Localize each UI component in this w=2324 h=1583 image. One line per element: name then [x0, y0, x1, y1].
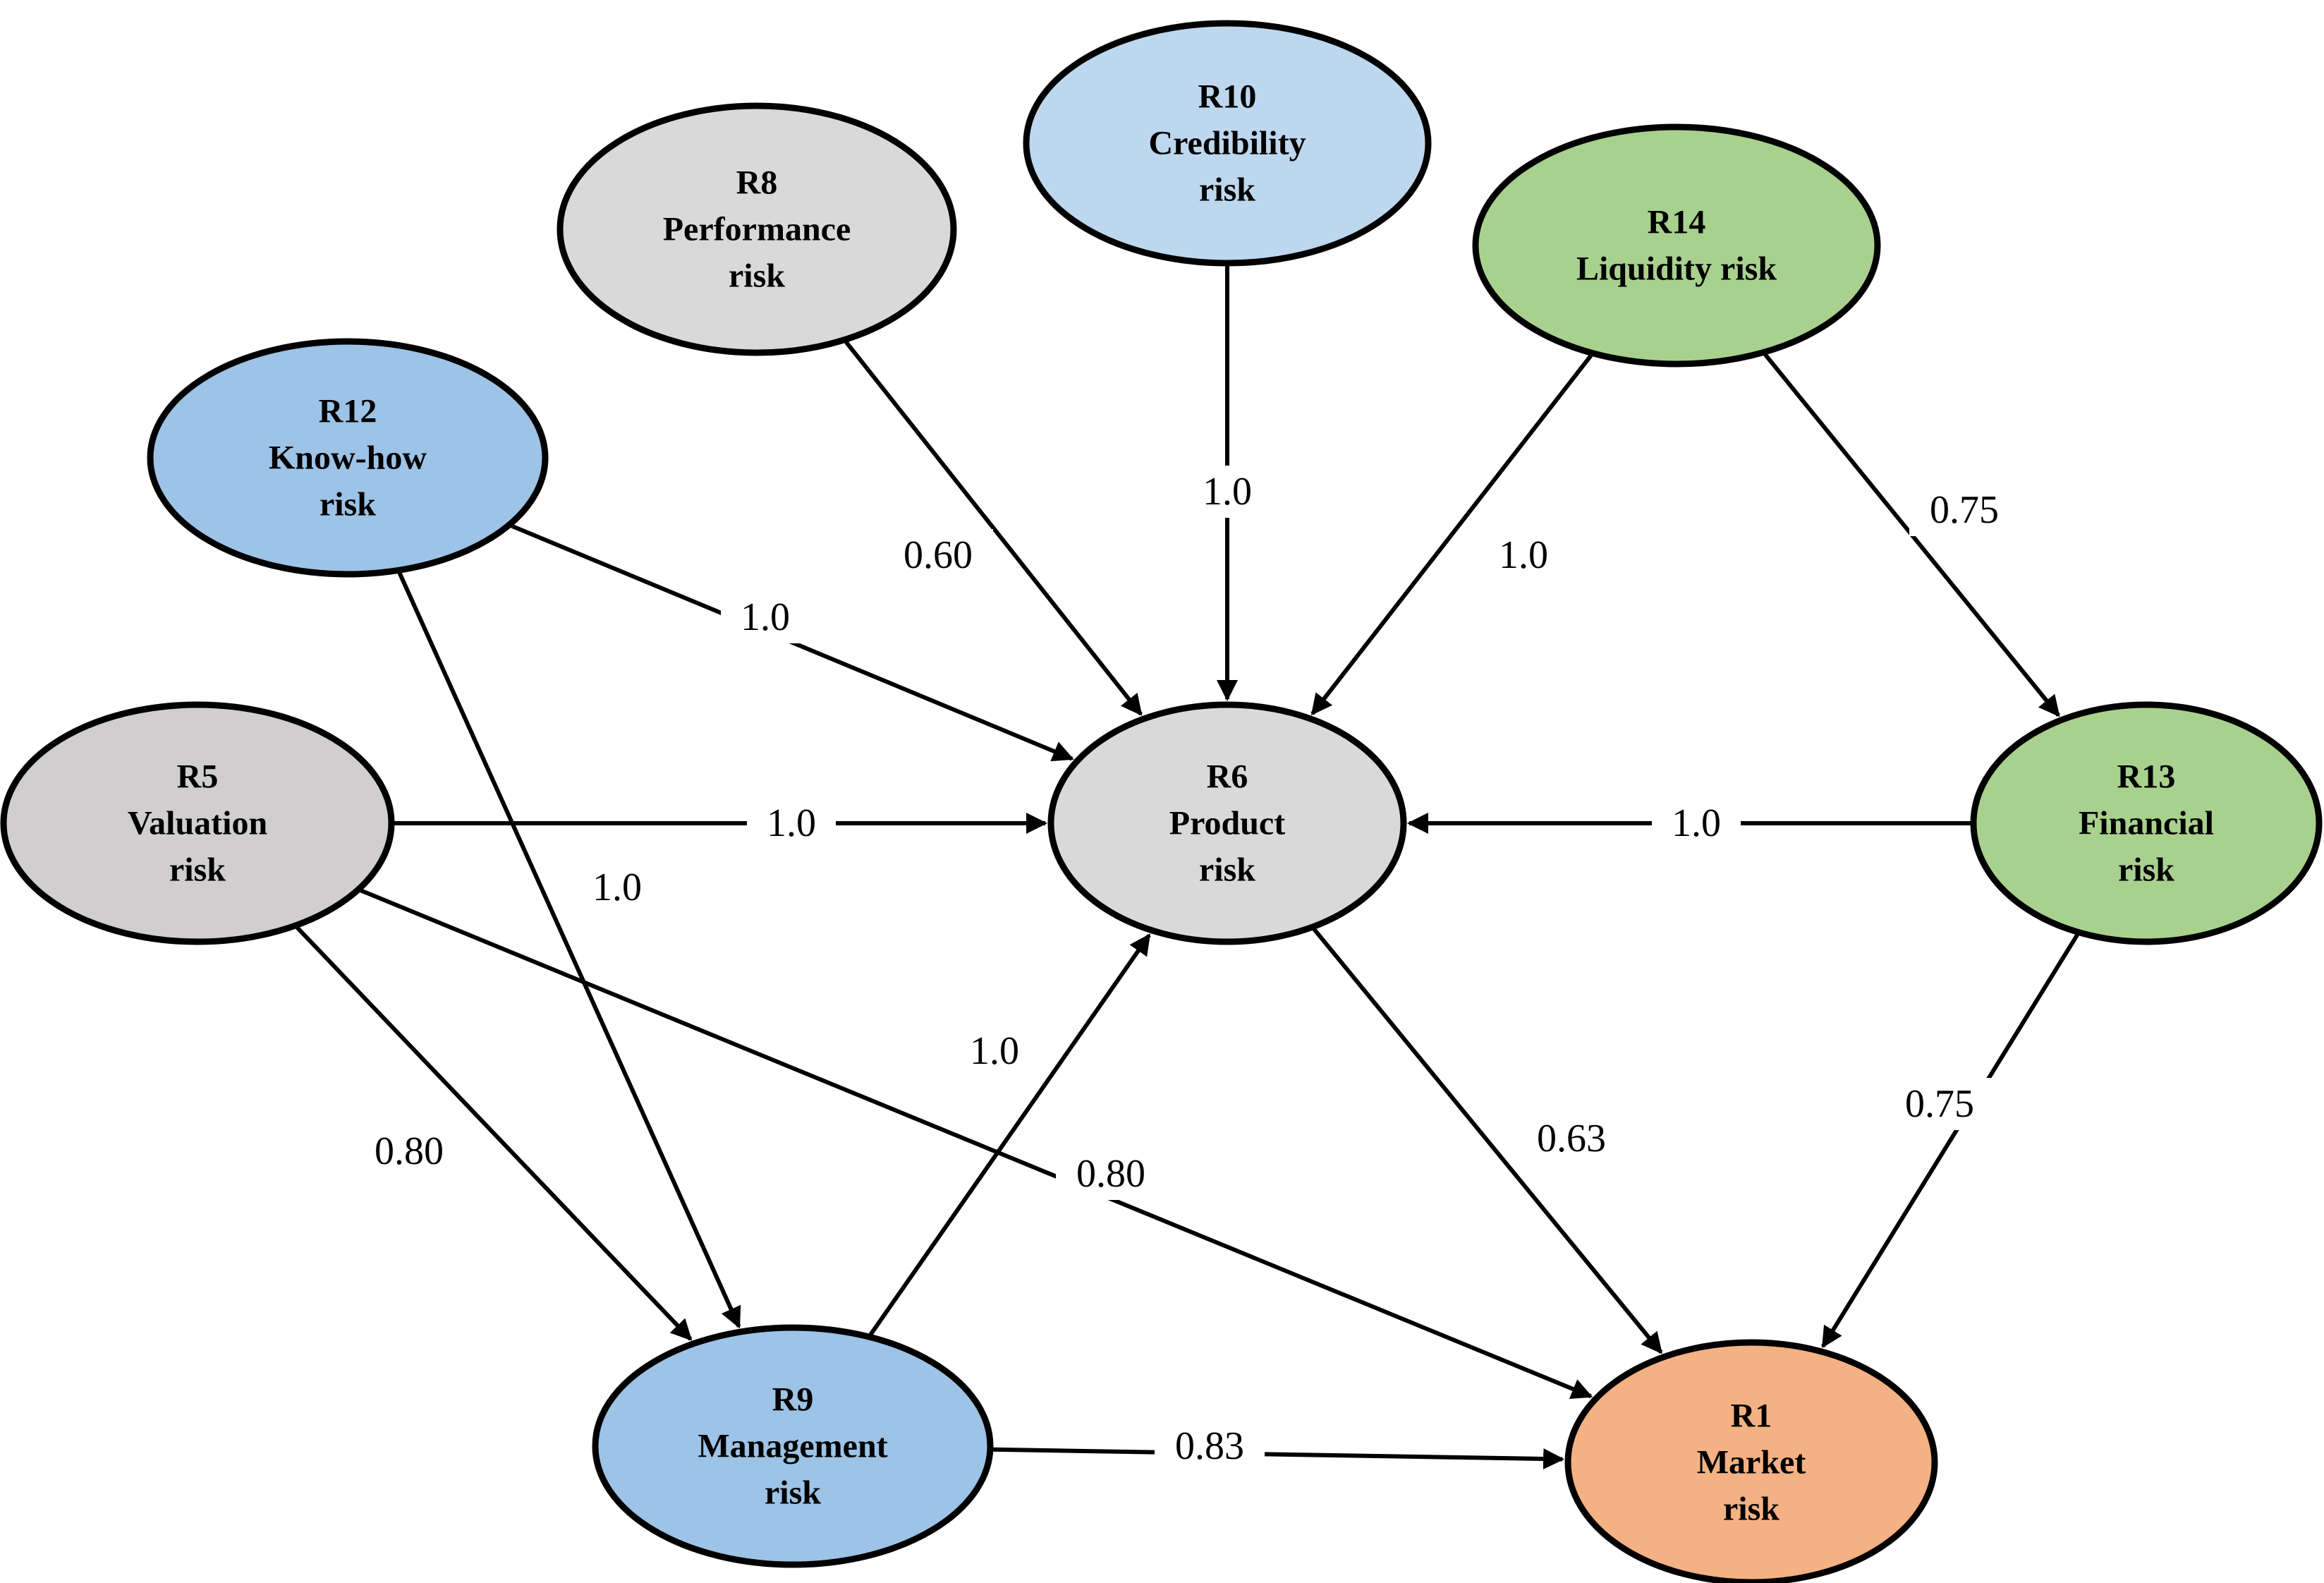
- node-label-line: Performance: [663, 211, 851, 248]
- edge-r9-to-r1: [992, 1447, 1565, 1470]
- edge-labels-layer: 0.60 1.0 1.0 0.75 1.0 1.0 1.0 0.80 0.80 1.0 0.75 1.…: [354, 466, 2019, 1472]
- edge-label-r5-to-r6: 1.0: [747, 797, 836, 849]
- edge-r13-to-r1: [1821, 933, 2079, 1349]
- edge-label-background: [1479, 529, 1568, 581]
- edge-r5-to-r9: [296, 926, 693, 1341]
- node-code: R1: [1731, 1397, 1772, 1435]
- node-label-line: Financial: [2079, 805, 2214, 842]
- edge-label-background: [1885, 1078, 1995, 1130]
- edge-label-r12-to-r6: 1.0: [721, 591, 810, 643]
- node-code: R5: [177, 758, 219, 796]
- edge-weight: 0.80: [375, 1129, 444, 1173]
- edge-label-background: [1155, 1420, 1265, 1472]
- edge-label-r14-to-r13: 0.75: [1909, 484, 2019, 536]
- node-label-line: Credibility: [1148, 125, 1306, 162]
- edge-label-background: [573, 861, 662, 914]
- edge-label-r9-to-r6: 1.0: [950, 1025, 1039, 1077]
- edge-label-r13-to-r1: 0.75: [1885, 1078, 1995, 1130]
- node-label-line: Know-how: [269, 439, 427, 477]
- edge-label-r10-to-r6: 1.0: [1183, 466, 1272, 518]
- edge-weight: 0.80: [1076, 1152, 1145, 1196]
- edge-weight: 0.75: [1930, 488, 1999, 532]
- edge-r12-to-r9: [397, 571, 741, 1329]
- edge-label-background: [721, 591, 810, 643]
- node-code: R6: [1207, 758, 1248, 796]
- nodes-layer: R8PerformanceriskR10CredibilityriskR14Li…: [0, 20, 2323, 1583]
- node-code: R9: [772, 1381, 814, 1419]
- node-ellipse: [592, 1324, 994, 1568]
- edge-r5-to-r1: [360, 888, 1593, 1400]
- node-ellipse: [1047, 701, 1407, 945]
- edge-label-background: [1652, 797, 1741, 849]
- node-ellipse: [1564, 1339, 1938, 1583]
- node-label-line: Market: [1697, 1444, 1806, 1481]
- edge-weight: 1.0: [1672, 801, 1721, 845]
- edge-label-background: [1516, 1112, 1626, 1165]
- edge-label-background: [883, 529, 993, 581]
- node-label-line: risk: [729, 257, 785, 295]
- edge-r9-to-r6: [868, 933, 1151, 1336]
- edge-label-r8-to-r6: 0.60: [883, 529, 993, 581]
- edge-label-r6-to-r1: 0.63: [1516, 1112, 1626, 1165]
- edge-weight: 0.63: [1537, 1117, 1606, 1160]
- edge-weight: 1.0: [970, 1029, 1019, 1073]
- node-label-line: risk: [2118, 851, 2174, 889]
- edge-weight: 1.0: [741, 595, 790, 639]
- node-code: R14: [1648, 204, 1706, 241]
- edge-r6-to-r1: [1312, 928, 1663, 1354]
- edge-label-r5-to-r9: 0.80: [354, 1125, 464, 1177]
- node-ellipse: [0, 701, 395, 945]
- node-label-line: Management: [698, 1428, 887, 1465]
- edges-layer: [296, 266, 2079, 1470]
- edge-label-r14-to-r6: 1.0: [1479, 529, 1568, 581]
- edge-r8-to-r6: [844, 340, 1143, 716]
- node-code: R10: [1198, 78, 1257, 116]
- node-label-line: risk: [1199, 171, 1255, 209]
- node-label-line: risk: [1199, 851, 1255, 889]
- edge-label-background: [1909, 484, 2019, 536]
- node-label-line: Liquidity risk: [1576, 250, 1777, 288]
- node-ellipse: [556, 102, 957, 356]
- edge-label-background: [354, 1125, 464, 1177]
- edge-label-background: [1183, 466, 1272, 518]
- edge-weight: 0.75: [1905, 1082, 1974, 1126]
- edge-weight: 0.83: [1175, 1424, 1244, 1468]
- edge-label-background: [747, 797, 836, 849]
- edge-label-background: [950, 1025, 1039, 1077]
- node-label-line: risk: [765, 1474, 821, 1512]
- node-label-line: risk: [320, 486, 376, 523]
- node-code: R8: [736, 164, 778, 202]
- edge-r14-to-r6: [1310, 354, 1593, 716]
- edge-label-r9-to-r1: 0.83: [1155, 1420, 1265, 1472]
- edge-weight: 1.0: [1203, 470, 1252, 514]
- node-ellipse: [1023, 20, 1432, 267]
- node-ellipse: [1472, 123, 1881, 368]
- node-code: R12: [319, 393, 377, 430]
- node-label-line: Valuation: [128, 805, 267, 842]
- edge-weight: 1.0: [592, 866, 642, 909]
- node-ellipse: [1970, 701, 2323, 945]
- edge-weight: 1.0: [1499, 533, 1548, 577]
- edge-weight: 0.60: [904, 533, 973, 577]
- node-ellipse: [147, 338, 549, 578]
- node-label-line: risk: [1723, 1491, 1779, 1528]
- edge-label-r13-to-r6: 1.0: [1652, 797, 1741, 849]
- edge-weight: 1.0: [767, 801, 816, 845]
- node-label-line: risk: [169, 851, 226, 889]
- edge-label-background: [1056, 1148, 1166, 1200]
- edge-label-r5-to-r1: 0.80: [1056, 1148, 1166, 1200]
- node-label-line: Product: [1169, 805, 1285, 842]
- edge-label-r12-to-r9: 1.0: [573, 861, 662, 914]
- node-code: R13: [2117, 758, 2176, 796]
